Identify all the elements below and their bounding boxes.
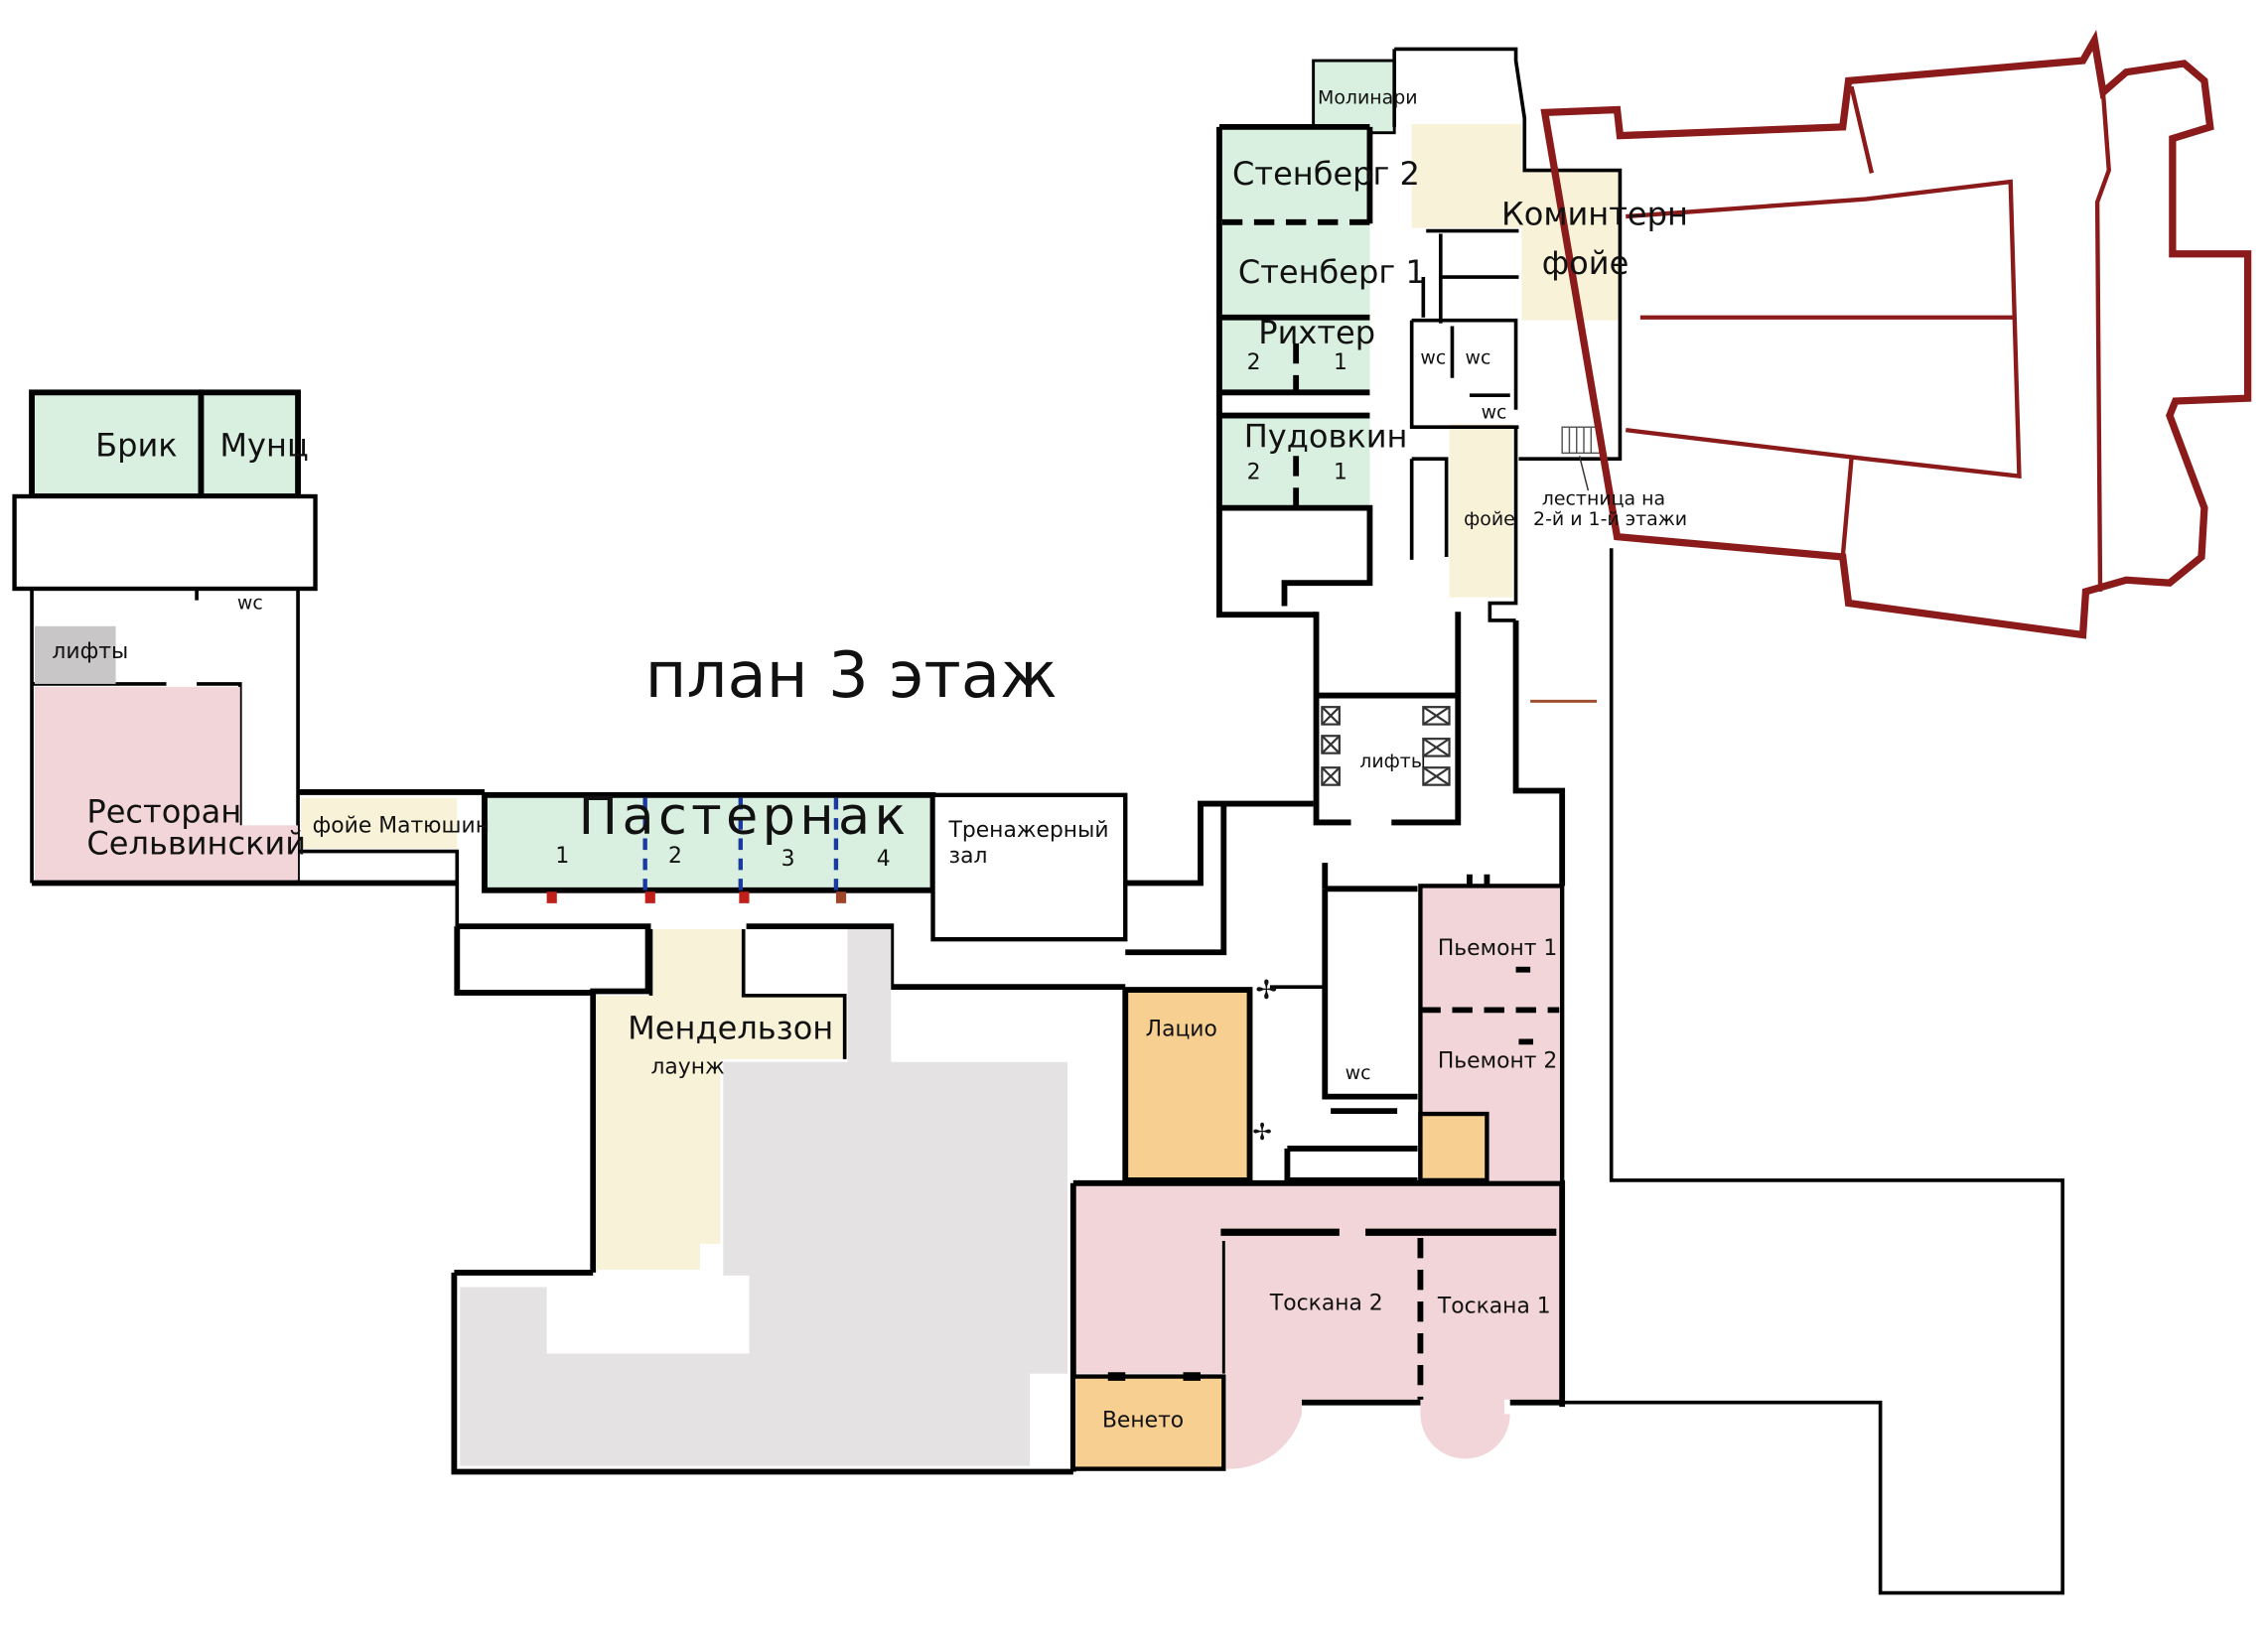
label-foyer-matyushin: фойе Матюшин	[313, 814, 490, 839]
lift-block-wall	[1313, 612, 1462, 826]
room-stenberg-1[interactable]	[1218, 221, 1370, 318]
komintern-foyer[interactable]	[1411, 123, 1621, 321]
label-pudovkin: Пудовкин	[1244, 418, 1408, 456]
label-wc-c: wc	[1482, 402, 1507, 424]
label-lifts-center: лифты	[1359, 751, 1426, 772]
label-pasternak-3: 3	[781, 847, 795, 872]
label-gym-1: Тренажерный	[948, 818, 1109, 843]
below-pasternak-wall	[454, 923, 651, 1273]
door-marker	[1518, 1038, 1534, 1045]
label-munts: Мунц	[219, 426, 308, 464]
label-stenberg-2: Стенберг 2	[1232, 155, 1420, 193]
stair-icon: ✢	[1255, 976, 1277, 1006]
room-molinari[interactable]	[1312, 59, 1396, 135]
door-marker	[835, 891, 847, 903]
left-wing-corridor	[12, 493, 318, 592]
stairs-grid	[1561, 426, 1601, 455]
stairs-lines	[1568, 427, 1593, 454]
stairs-pointer	[1578, 456, 1590, 491]
corridor-wall-2	[298, 849, 460, 927]
label-toscana-2: Тоскана 2	[1269, 1292, 1383, 1316]
toscana-block[interactable]	[1072, 1182, 1563, 1469]
lift-corridor-wall	[1322, 619, 1566, 889]
lifts-left-area	[34, 625, 116, 684]
label-pudovkin-1: 1	[1334, 461, 1347, 485]
label-piemonte-1: Пьемонт 1	[1438, 936, 1557, 961]
label-wc-mid: wc	[1346, 1062, 1371, 1084]
foyer-matyushin[interactable]	[300, 797, 458, 849]
plan-title: план 3 этаж	[645, 639, 1058, 713]
label-pasternak-1: 1	[555, 844, 569, 869]
wc-walls	[1421, 228, 1519, 398]
label-stairs-2: 2-й и 1-й этажи	[1533, 508, 1687, 530]
label-rikhter: Рихтер	[1258, 314, 1375, 351]
label-brik: Брик	[95, 426, 177, 464]
restaurant-selvinsky[interactable]	[34, 686, 299, 881]
mid-corridor-wall	[1284, 886, 1418, 1183]
door-marker	[739, 891, 750, 903]
label-pasternak: Пастернак	[579, 786, 911, 847]
label-piemonte-2: Пьемонт 2	[1438, 1049, 1557, 1074]
label-lifts-left: лифты	[52, 639, 128, 664]
label-gym-2: зал	[949, 844, 988, 869]
piemonte-notch	[1418, 1111, 1489, 1183]
foyer-wall	[1409, 427, 1518, 622]
label-lounge: лаунж	[650, 1054, 724, 1079]
room-stenberg-2[interactable]	[1218, 126, 1370, 222]
mendelson-wall	[648, 929, 847, 1059]
lift-icons	[1321, 706, 1451, 786]
right-wing-outline	[1562, 548, 2064, 1595]
label-mendelson: Мендельзон	[628, 1010, 833, 1047]
top-block-wall	[1392, 47, 1623, 462]
label-lazio: Лацио	[1146, 1018, 1217, 1042]
label-wc-a: wc	[1420, 346, 1446, 368]
church-outline	[1540, 30, 2252, 639]
church-inner	[1625, 85, 2111, 592]
mendelson-lounge[interactable]	[596, 929, 845, 1271]
label-pudovkin-2: 2	[1247, 461, 1261, 485]
door-marker	[546, 891, 557, 903]
label-rikhter-1: 1	[1334, 350, 1347, 375]
corridor-wall	[298, 789, 485, 887]
label-foyer-small: фойе	[1464, 508, 1515, 530]
label-molinari: Молинари	[1318, 87, 1418, 109]
grey-block	[460, 929, 1067, 1466]
room-gym[interactable]	[930, 792, 1128, 942]
room-veneto[interactable]	[1070, 1374, 1226, 1471]
door-marker	[644, 891, 655, 903]
label-pasternak-2: 2	[668, 844, 682, 869]
door-marker	[1515, 966, 1531, 973]
label-komintern-foyer: фойе	[1542, 244, 1630, 282]
label-restaurant-2: Сельвинский	[86, 824, 306, 862]
label-pasternak-4: 4	[877, 847, 891, 872]
foyer-small[interactable]	[1449, 424, 1513, 598]
stair-icon: ✢	[1252, 1119, 1272, 1146]
label-wc-b: wc	[1466, 346, 1491, 368]
room-pasternak[interactable]	[482, 791, 936, 893]
label-komintern: Коминтерн	[1501, 196, 1688, 233]
label-wc-left: wc	[237, 592, 263, 614]
label-stairs-1: лестница на	[1542, 488, 1665, 510]
label-stenberg-1: Стенберг 1	[1238, 253, 1426, 291]
label-restaurant-1: Ресторан	[86, 792, 241, 830]
label-rikhter-2: 2	[1247, 350, 1261, 375]
bottom-left-wall	[451, 1270, 1073, 1475]
label-veneto: Венето	[1102, 1408, 1184, 1433]
label-toscana-1: Тоскана 1	[1437, 1295, 1551, 1319]
gym-wall	[1125, 800, 1314, 956]
